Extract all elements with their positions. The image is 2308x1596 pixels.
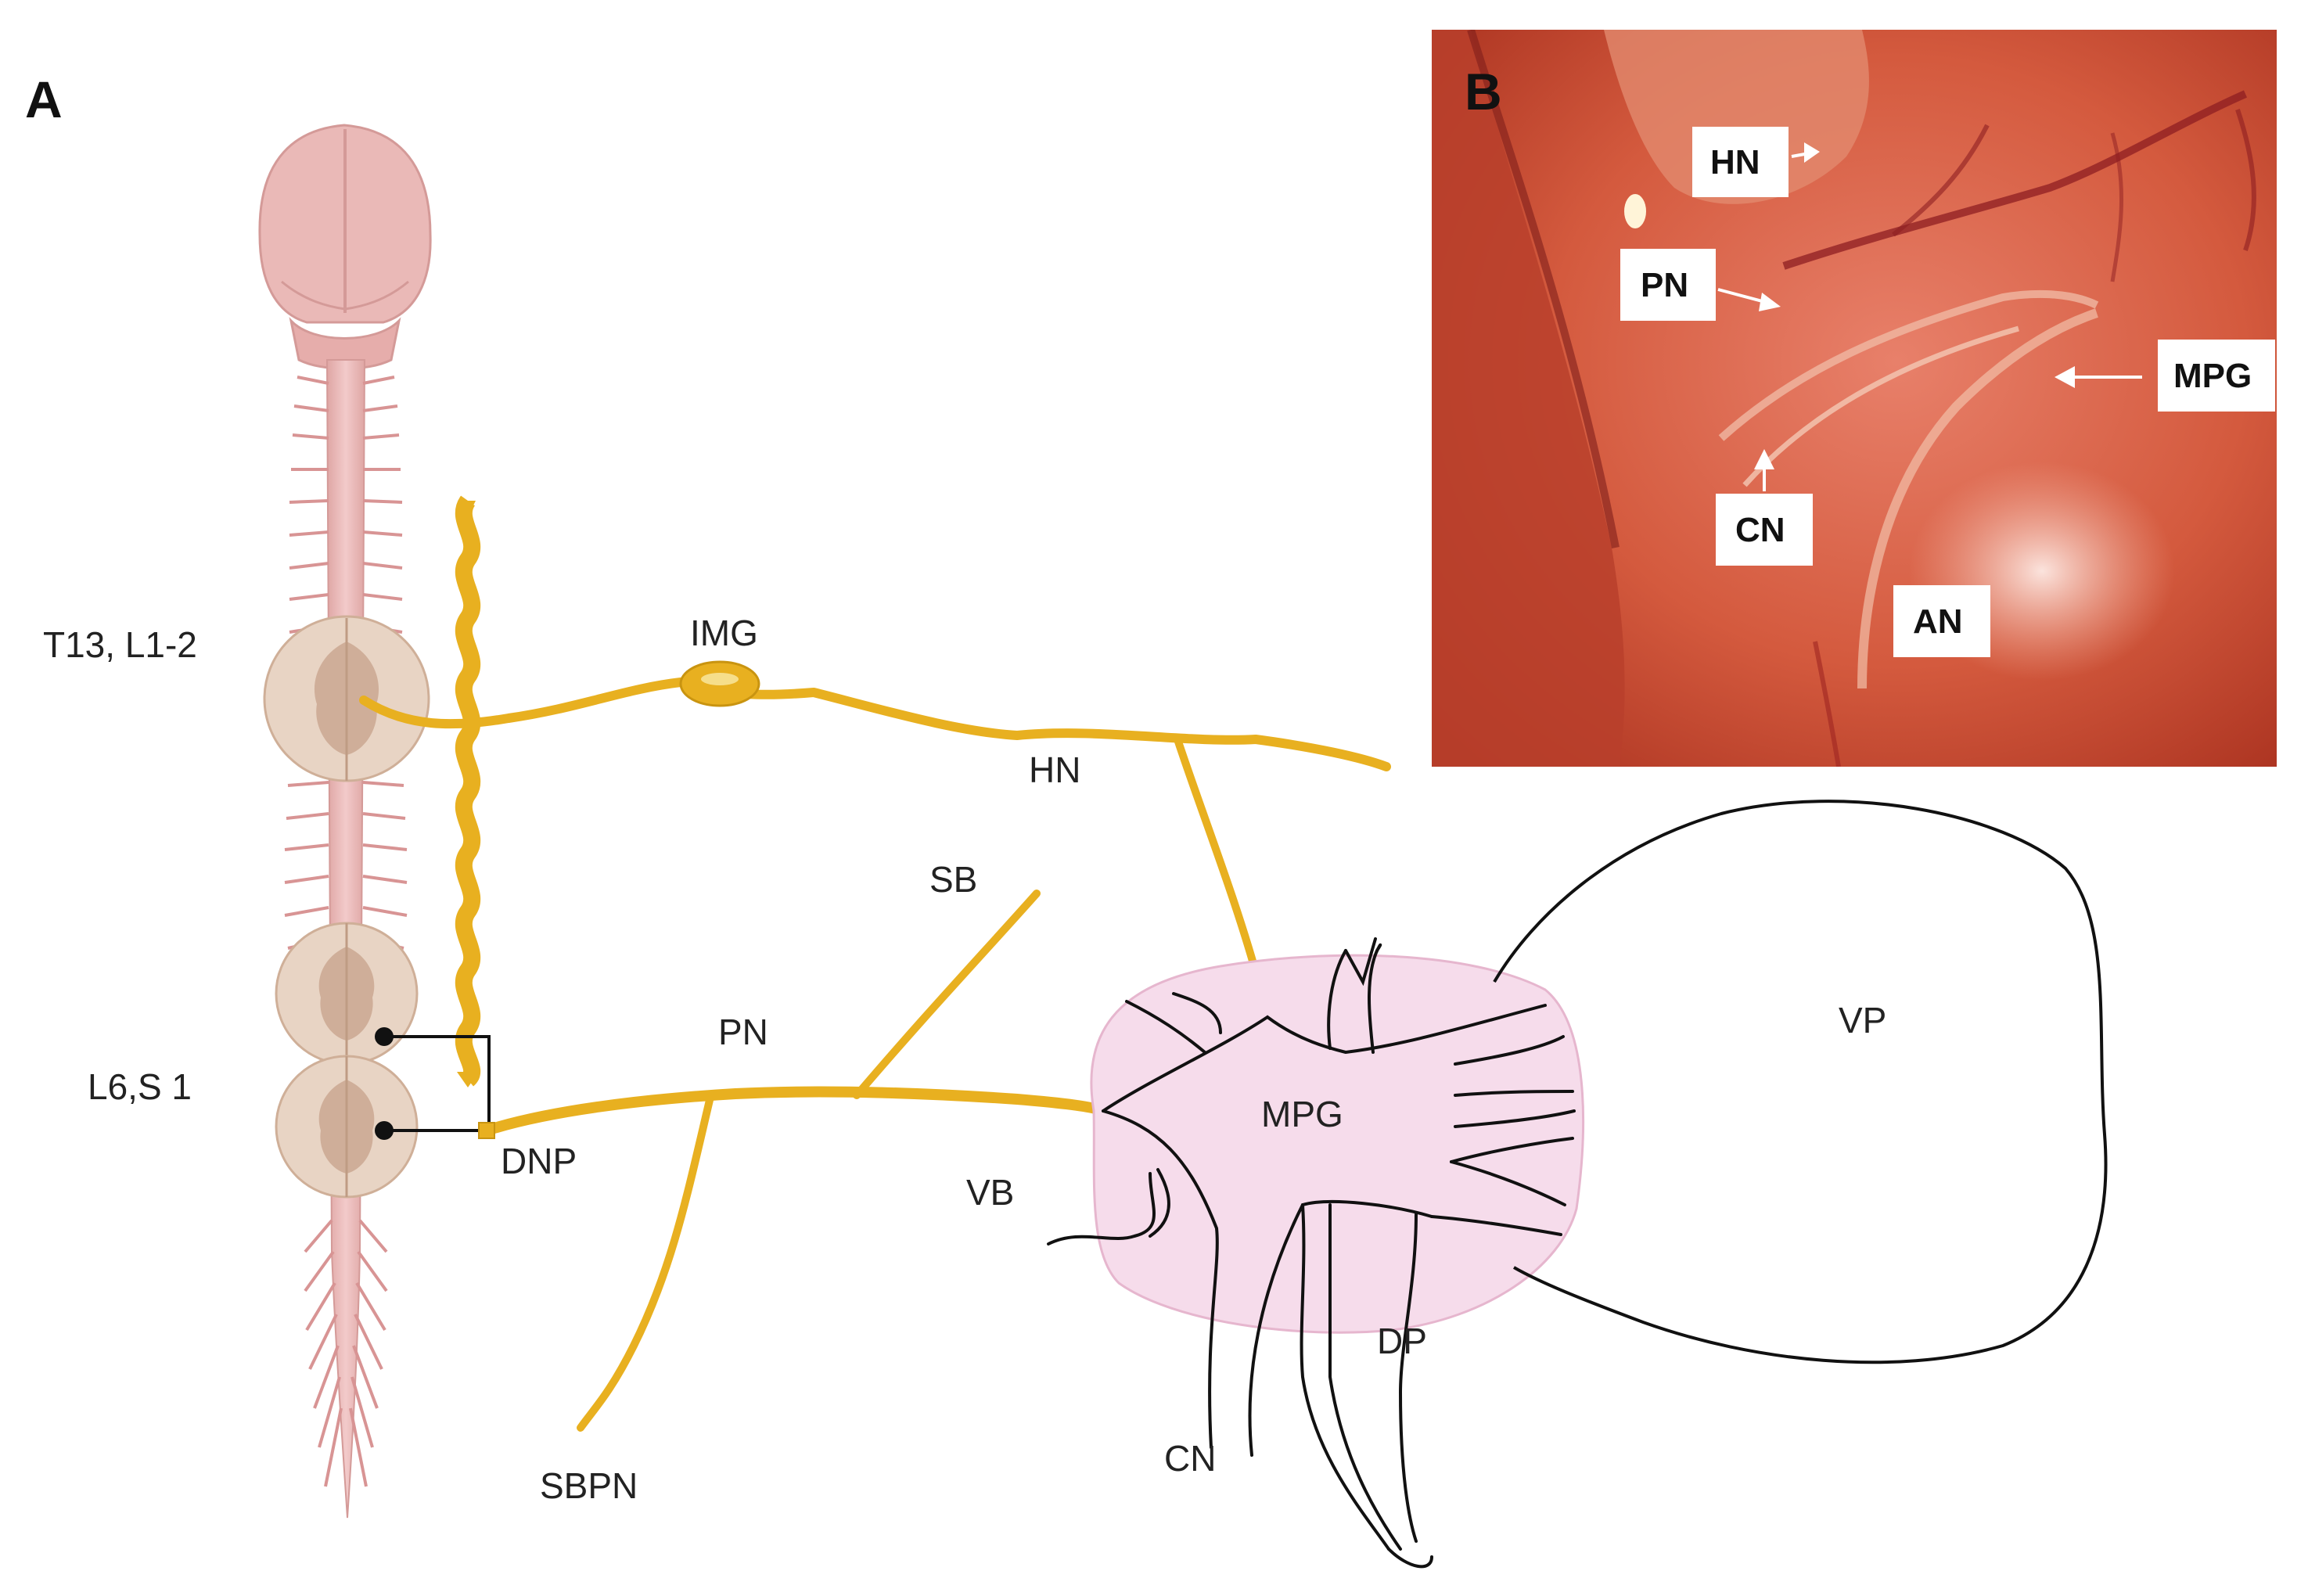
photo-label-hn: HN [1692, 127, 1789, 197]
label-cn: CN [1164, 1438, 1216, 1479]
label-sb: SB [929, 859, 977, 900]
arrow-pn [1717, 288, 1781, 311]
label-mpg: MPG [1261, 1094, 1343, 1134]
img-ganglion [679, 660, 760, 707]
label-vp: VP [1839, 1000, 1886, 1041]
label-sbpn: SBPN [540, 1465, 638, 1506]
label-vb: VB [966, 1172, 1014, 1213]
panel-b-letter: B [1465, 63, 1502, 120]
photo-label-cn: CN [1716, 494, 1813, 566]
dissection-photo [1432, 30, 2277, 767]
svg-text:HN: HN [1710, 143, 1760, 182]
ventral-prostate [1493, 800, 2108, 1364]
label-t13-l1-2: T13, L1-2 [43, 624, 197, 665]
label-dnp: DNP [501, 1141, 577, 1181]
arrow-hn [1791, 142, 1820, 163]
dnp-connectors [375, 1027, 495, 1140]
photo-label-pn: PN [1620, 249, 1716, 321]
panel-a: A [25, 70, 2108, 1569]
svg-text:MPG: MPG [2173, 357, 2252, 395]
brain-illustration [258, 124, 432, 370]
svg-text:PN: PN [1641, 266, 1688, 304]
photo-label-mpg: MPG [2158, 340, 2275, 412]
label-img: IMG [690, 613, 758, 653]
sb-branch [853, 890, 1041, 1099]
photo-label-an: AN [1893, 585, 1990, 657]
label-l6-s1: L6,S 1 [88, 1066, 192, 1107]
panel-b: B HN PN MPG CN [1432, 30, 2277, 767]
panel-a-letter: A [25, 70, 63, 128]
cord-section-l6 [275, 922, 419, 1066]
cord-section-t13 [263, 615, 430, 782]
label-hn: HN [1029, 749, 1080, 790]
label-dp: DP [1377, 1321, 1427, 1361]
sympathetic-chain [455, 495, 481, 1087]
pelvic-nerve [481, 1086, 1112, 1136]
arrow-cn [1754, 449, 1774, 491]
mpg-ganglion [1047, 937, 1585, 1569]
label-pn: PN [718, 1012, 768, 1052]
sbpn-branch [577, 1093, 714, 1432]
svg-text:CN: CN [1735, 511, 1785, 549]
svg-text:AN: AN [1913, 602, 1963, 641]
cord-section-s1 [275, 1055, 419, 1199]
arrow-mpg [2055, 366, 2142, 388]
